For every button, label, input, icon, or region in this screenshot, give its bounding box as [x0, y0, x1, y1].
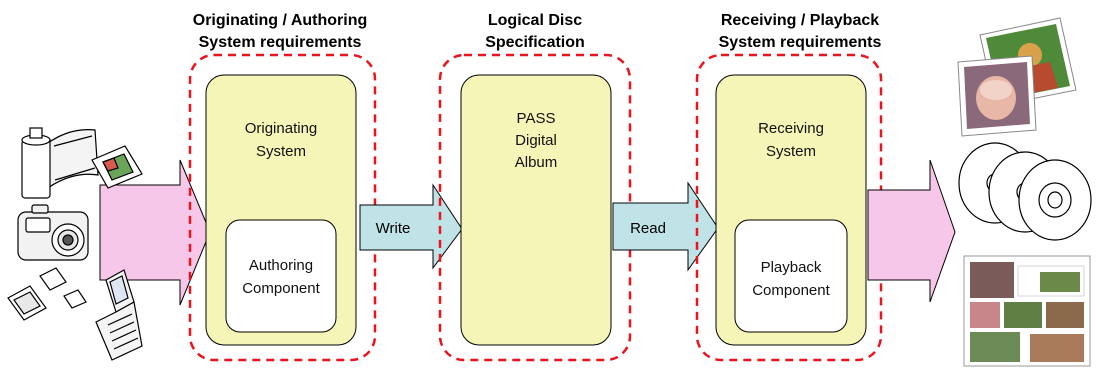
originating-authoring-heading: Originating / Authoring System requireme… [150, 10, 410, 54]
originating-system-label-line1: Originating [245, 120, 318, 137]
pass-digital-album-box [460, 74, 612, 346]
receiving-system-label-line1: Receiving [758, 120, 824, 137]
photo-prints-icon [957, 17, 1077, 137]
logical-disc-heading: Logical Disc Specification [430, 10, 640, 54]
output-arrow [867, 159, 956, 303]
photo-album-page-icon [963, 255, 1091, 367]
receiving-system-label-line2: System [766, 143, 816, 160]
optical-discs-icon [958, 142, 1092, 241]
memory-card-icon [7, 267, 87, 321]
authoring-component-label-line2: Component [242, 280, 320, 297]
logical-disc-dashed-region [438, 53, 632, 362]
authoring-component-label-line1: Authoring [249, 257, 313, 274]
originating-system-label-line2: System [256, 143, 306, 160]
receiving-playback-heading: Receiving / Playback System requirements [670, 10, 930, 54]
logical-heading-line1: Logical Disc [487, 12, 583, 29]
logical-heading-line2: Specification [485, 34, 585, 51]
mobile-phone-icon [95, 269, 143, 361]
originating-dashed-region [188, 53, 377, 362]
camera-icon [17, 204, 89, 261]
receiving-heading-line1: Receiving / Playback [720, 12, 880, 29]
pass-label-line2: Digital [515, 132, 557, 149]
originating-heading-line2: System requirements [198, 34, 362, 51]
film-roll-icon [21, 127, 99, 199]
write-label: Write [376, 220, 411, 237]
playback-component-label-line2: Component [752, 282, 830, 299]
playback-component-label-line1: Playback [761, 259, 822, 276]
receiving-heading-line2: System requirements [718, 34, 882, 51]
originating-heading-line1: Originating / Authoring [192, 12, 368, 29]
slide-icon [91, 145, 143, 189]
pass-label-line3: Album [515, 154, 558, 171]
read-arrow [612, 181, 719, 272]
authoring-component-box [225, 219, 337, 333]
playback-component-box [734, 219, 848, 333]
write-arrow [359, 183, 463, 270]
pass-label-line1: PASS [517, 110, 556, 127]
read-label: Read [630, 220, 666, 237]
